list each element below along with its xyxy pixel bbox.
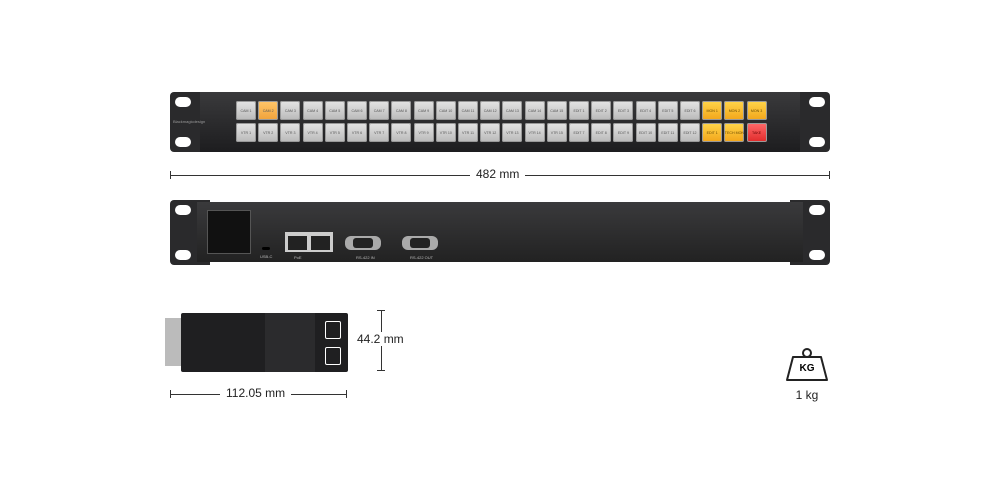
width-dimension: 482 mm <box>470 167 526 181</box>
panel-button[interactable]: CAM 6 <box>347 101 367 120</box>
panel-button[interactable]: VTR 13 <box>502 123 523 142</box>
panel-button[interactable]: VTR 7 <box>369 123 390 142</box>
ethernet-ports <box>285 232 333 252</box>
usb-c-port <box>262 247 270 250</box>
panel-button[interactable]: EDIT 6 <box>680 101 700 120</box>
panel-button[interactable]: CAM 13 <box>502 101 523 120</box>
panel-button[interactable]: CAM 9 <box>413 101 434 120</box>
panel-button[interactable]: CAM 10 <box>435 101 456 120</box>
panel-button[interactable]: EDIT 1 <box>569 101 589 120</box>
panel-button[interactable]: CAM 4 <box>302 101 323 120</box>
panel-button[interactable]: VTR 4 <box>302 123 323 142</box>
panel-button[interactable]: VTR 5 <box>324 123 345 142</box>
panel-button[interactable]: VTR 3 <box>280 123 301 142</box>
weight-icon: KG <box>785 347 829 382</box>
panel-button[interactable]: VTR 14 <box>524 123 545 142</box>
panel-button[interactable]: MON 2 <box>724 101 745 120</box>
panel-button[interactable]: CAM 11 <box>458 101 478 120</box>
panel-button[interactable]: EDIT 11 <box>657 123 678 142</box>
panel-button[interactable]: VTR 6 <box>347 123 367 142</box>
panel-button[interactable]: VTR 1 <box>236 123 256 142</box>
panel-button[interactable]: EDIT 5 <box>657 101 678 120</box>
rs422-out-port <box>402 236 438 250</box>
panel-button[interactable]: MON 1 <box>702 101 723 120</box>
panel-button[interactable]: MON 3 <box>746 101 767 120</box>
panel-button[interactable]: EDIT 2 <box>591 101 612 120</box>
panel-button[interactable]: EDIT 10 <box>635 123 656 142</box>
panel-button[interactable]: EDIT 9 <box>613 123 634 142</box>
panel-button[interactable]: VTR 2 <box>258 123 279 142</box>
panel-button[interactable]: CAM 8 <box>391 101 412 120</box>
panel-button[interactable]: VTR 9 <box>413 123 434 142</box>
panel-button[interactable]: EDIT 12 <box>680 123 700 142</box>
panel-button[interactable]: EDIT 7 <box>569 123 589 142</box>
rs422-in-port <box>345 236 381 250</box>
panel-button[interactable]: EDIT 4 <box>635 101 656 120</box>
panel-button[interactable]: EDIT 3 <box>613 101 634 120</box>
panel-button[interactable]: VTR 10 <box>435 123 456 142</box>
panel-button[interactable]: CAM 2 <box>258 101 279 120</box>
panel-button[interactable]: EDIT 8 <box>591 123 612 142</box>
panel-button[interactable]: TECH MON <box>724 123 745 142</box>
panel-button[interactable]: CAM 3 <box>280 101 301 120</box>
panel-button[interactable]: VTR 8 <box>391 123 412 142</box>
panel-button[interactable]: CAM 15 <box>546 101 567 120</box>
panel-button[interactable]: CAM 7 <box>369 101 390 120</box>
panel-button[interactable]: TAKE <box>746 123 767 142</box>
rear-panel: USB-C PoE RS-422 IN RS-422 OUT <box>170 200 830 265</box>
height-dimension: 44.2 mm <box>351 332 410 346</box>
panel-button[interactable]: VTR 15 <box>546 123 567 142</box>
panel-button[interactable]: CAM 5 <box>324 101 345 120</box>
panel-button[interactable]: CAM 14 <box>524 101 545 120</box>
weight-value: 1 kg <box>795 388 819 402</box>
depth-dimension: 112.05 mm <box>220 386 292 400</box>
panel-button[interactable]: EDIT 1 <box>702 123 723 142</box>
brand-logo: Blackmagicdesign <box>173 119 206 124</box>
side-view <box>165 313 348 372</box>
panel-button[interactable]: VTR 12 <box>480 123 501 142</box>
panel-button[interactable]: CAM 1 <box>236 101 256 120</box>
panel-button[interactable]: CAM 12 <box>480 101 501 120</box>
power-inlet <box>207 210 251 254</box>
panel-button[interactable]: VTR 11 <box>458 123 478 142</box>
